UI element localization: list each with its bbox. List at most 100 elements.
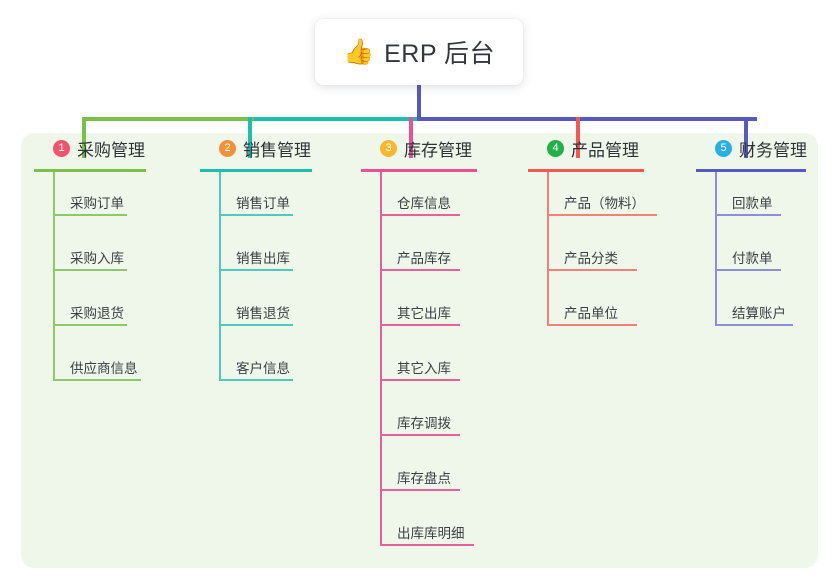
list-item-rule [380,214,460,216]
column-items-5: 回款单付款单结算账户 [696,172,821,337]
list-item[interactable]: 产品分类 [528,227,698,282]
list-item[interactable]: 其它出库 [361,282,525,337]
list-item-rule [219,269,293,271]
column-header-5[interactable]: 5 财务管理 [696,133,821,163]
list-item[interactable]: 采购入库 [34,227,194,282]
column-header-rule-2 [200,169,312,172]
column-badge-5: 5 [715,139,732,157]
list-item[interactable]: 其它入库 [361,337,525,392]
thumbs-up-icon: 👍 [342,37,375,66]
drop-stem-4 [576,117,580,158]
column-spine-5 [715,172,717,326]
list-item-rule [547,269,637,271]
list-item-label: 采购订单 [70,196,124,211]
list-item[interactable]: 出库库明细 [361,502,525,557]
list-item[interactable]: 回款单 [696,172,821,227]
column-items-2: 销售订单销售出库销售退货客户信息 [200,172,360,392]
list-item-rule [219,214,293,216]
list-item-rule [715,269,781,271]
list-item-rule [53,214,127,216]
column-items-3: 仓库信息产品库存其它出库其它入库库存调拨库存盘点出库库明细 [361,172,525,557]
column-header-2[interactable]: 2 销售管理 [200,133,360,163]
bus-segment-teal [254,117,417,121]
list-item[interactable]: 仓库信息 [361,172,525,227]
list-item-label: 其它入库 [397,361,451,376]
list-item[interactable]: 库存调拨 [361,392,525,447]
list-item-rule [219,324,293,326]
list-item-label: 结算账户 [732,306,786,321]
list-item-rule [380,544,474,546]
list-item-rule [53,379,141,381]
column-header-rule-1 [34,169,146,172]
column-spine-3 [380,172,382,546]
list-item-rule [380,434,460,436]
list-item-rule [715,214,781,216]
list-item-label: 库存盘点 [397,471,451,486]
column-badge-2: 2 [219,139,236,157]
list-item-label: 出库库明细 [397,526,465,541]
list-item[interactable]: 库存盘点 [361,447,525,502]
list-item[interactable]: 供应商信息 [34,337,194,392]
root-title-card: 👍 ERP 后台 [315,19,523,85]
list-item-label: 产品单位 [564,306,618,321]
list-item-label: 客户信息 [236,361,290,376]
list-item[interactable]: 销售退货 [200,282,360,337]
list-item-label: 产品（物料） [564,196,645,211]
list-item-label: 供应商信息 [70,361,138,376]
column-title-4: 产品管理 [571,140,639,160]
list-item[interactable]: 产品（物料） [528,172,698,227]
list-item-rule [380,379,460,381]
column-4: 4 产品管理产品（物料） 产品分类产品单位 [528,133,698,337]
list-item[interactable]: 销售订单 [200,172,360,227]
drop-stem-1 [82,117,86,158]
column-title-2: 销售管理 [243,140,311,160]
column-header-rule-3 [361,169,477,172]
list-item-label: 采购退货 [70,306,124,321]
list-item[interactable]: 产品库存 [361,227,525,282]
list-item-rule [380,489,460,491]
column-items-4: 产品（物料） 产品分类产品单位 [528,172,698,337]
list-item[interactable]: 客户信息 [200,337,360,392]
column-title-5: 财务管理 [739,140,807,160]
column-title-1: 采购管理 [77,140,145,160]
column-2: 2 销售管理销售订单销售出库销售退货客户信息 [200,133,360,392]
list-item-rule [53,269,127,271]
list-item[interactable]: 付款单 [696,227,821,282]
list-item-rule [547,214,657,216]
column-header-rule-4 [528,169,644,172]
list-item-label: 仓库信息 [397,196,451,211]
column-header-rule-5 [696,169,806,172]
drop-stem-2 [248,117,252,158]
column-spine-4 [547,172,549,326]
list-item[interactable]: 销售出库 [200,227,360,282]
bus-segment-green [82,117,254,121]
column-spine-1 [53,172,55,381]
list-item-label: 采购入库 [70,251,124,266]
column-badge-4: 4 [547,139,564,157]
root-stem [417,85,421,121]
list-item-label: 产品分类 [564,251,618,266]
list-item-label: 销售订单 [236,196,290,211]
list-item[interactable]: 产品单位 [528,282,698,337]
list-item-label: 库存调拨 [397,416,451,431]
column-header-4[interactable]: 4 产品管理 [528,133,698,163]
list-item-rule [53,324,127,326]
column-title-3: 库存管理 [404,140,472,160]
list-item-rule [380,269,460,271]
list-item[interactable]: 结算账户 [696,282,821,337]
list-item-label: 回款单 [732,196,773,211]
list-item[interactable]: 采购订单 [34,172,194,227]
bus-segment-blue [417,117,757,121]
list-item-rule [219,379,293,381]
column-spine-2 [219,172,221,381]
list-item[interactable]: 采购退货 [34,282,194,337]
list-item-label: 销售退货 [236,306,290,321]
list-item-label: 销售出库 [236,251,290,266]
column-5: 5 财务管理回款单付款单结算账户 [696,133,821,337]
column-items-1: 采购订单采购入库采购退货供应商信息 [34,172,194,392]
